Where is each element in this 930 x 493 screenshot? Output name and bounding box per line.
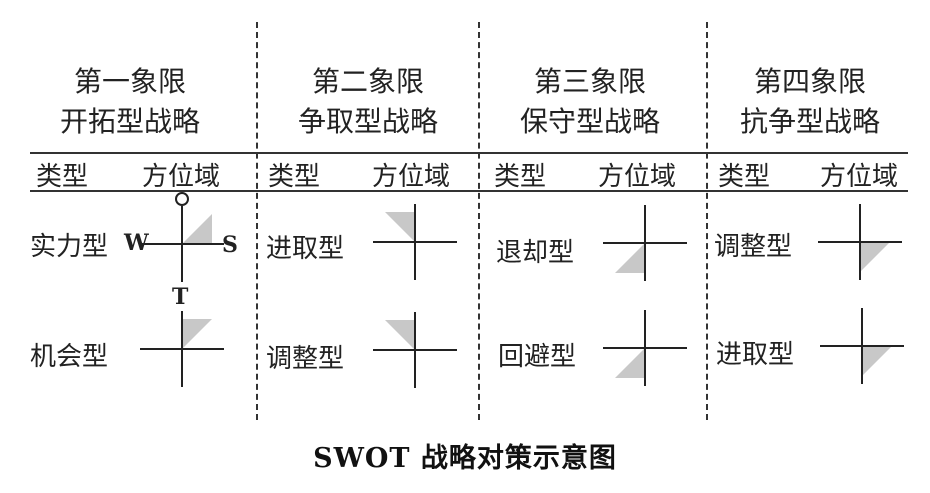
row-label-4-2: 进取型 xyxy=(716,340,795,370)
header-rule-top xyxy=(30,152,908,154)
row-label-3-2: 回避型 xyxy=(498,342,577,372)
row-label-4-1: 调整型 xyxy=(714,232,793,262)
quadrant-4-title: 第四象限 xyxy=(753,65,866,98)
row-label-2-1: 进取型 xyxy=(266,234,345,264)
quadrant-3-title: 第三象限 xyxy=(533,65,646,98)
header-rule-bottom xyxy=(30,190,908,192)
column-divider-1 xyxy=(256,22,258,420)
axis-label-t: T xyxy=(172,284,189,310)
type-header-1: 类型 xyxy=(36,162,89,192)
domain-header-4: 方位域 xyxy=(820,162,899,192)
domain-header-1: 方位域 xyxy=(142,162,221,192)
quadrant-1-header: 第一象限 开拓型战略 xyxy=(40,62,220,142)
domain-header-2: 方位域 xyxy=(372,162,451,192)
quadrant-4-header: 第四象限 抗争型战略 xyxy=(720,62,900,142)
shaded-region xyxy=(385,320,415,350)
shaded-region xyxy=(182,319,212,349)
quadrant-2-header: 第二象限 争取型战略 xyxy=(278,62,458,142)
shaded-region xyxy=(182,214,212,244)
row-label-3-1: 退却型 xyxy=(496,238,575,268)
quadrant-2-strategy: 争取型战略 xyxy=(297,105,438,138)
type-header-4: 类型 xyxy=(718,162,771,192)
quadrant-4-strategy: 抗争型战略 xyxy=(739,105,880,138)
row-label-1-1: 实力型 xyxy=(30,232,109,262)
quadrant-1-strategy: 开拓型战略 xyxy=(59,105,200,138)
shaded-region xyxy=(860,242,890,272)
row-label-1-2: 机会型 xyxy=(30,342,109,372)
quadrant-3-header: 第三象限 保守型战略 xyxy=(500,62,680,142)
axis-label-s: S xyxy=(222,232,238,258)
type-header-3: 类型 xyxy=(494,162,547,192)
shaded-region xyxy=(385,212,415,242)
domain-header-3: 方位域 xyxy=(598,162,677,192)
quadrant-1-title: 第一象限 xyxy=(73,65,186,98)
shaded-region xyxy=(615,348,645,378)
column-divider-2 xyxy=(478,22,480,420)
row-label-2-2: 调整型 xyxy=(266,344,345,374)
column-divider-3 xyxy=(706,22,708,420)
shaded-region xyxy=(615,243,645,273)
diagram-caption: SWOT 战略对策示意图 xyxy=(313,443,617,474)
quadrant-2-title: 第二象限 xyxy=(311,65,424,98)
quadrant-3-strategy: 保守型战略 xyxy=(519,105,660,138)
origin-circle xyxy=(175,192,189,206)
shaded-region xyxy=(862,346,892,376)
type-header-2: 类型 xyxy=(268,162,321,192)
